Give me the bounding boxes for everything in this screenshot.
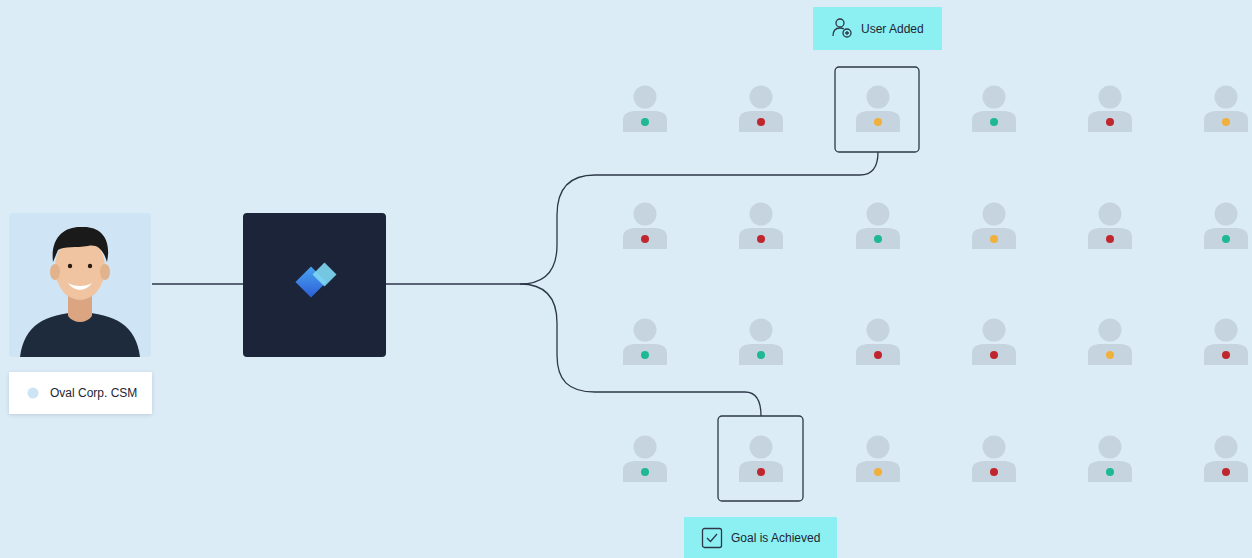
user-icon [1204,86,1248,133]
logo [295,262,336,297]
user-icon [739,319,783,366]
user-icon [623,319,667,366]
user-icon [623,86,667,133]
user-icon [739,86,783,133]
user-icon [1088,319,1132,366]
status-dot [26,386,40,400]
name-text: Oval Corp. CSM [50,386,137,400]
callout-box: User Added [813,7,942,50]
user-icon [623,436,667,483]
user-icon [739,436,783,483]
callout-box: Goal is Achieved [684,517,837,558]
user-grid [623,86,1248,483]
user-icon [856,203,900,250]
user-icon [1204,319,1248,366]
highlight-box [718,416,803,501]
platform-box [243,213,386,357]
user-icon [1088,436,1132,483]
highlight-box [835,67,919,152]
user-icon [1088,203,1132,250]
user-icon [972,86,1016,133]
user-icon [1088,86,1132,133]
user-icon [623,203,667,250]
user-add-icon [831,17,853,39]
callout-text: User Added [861,22,924,36]
user-icon [972,203,1016,250]
user-icon [739,203,783,250]
user-icon [972,319,1016,366]
user-icon [856,86,900,133]
user-icon [972,436,1016,483]
user-icon [856,436,900,483]
user-icon [1204,203,1248,250]
callout-text: Goal is Achieved [731,531,820,545]
person-photo [9,213,151,357]
user-icon [856,319,900,366]
user-icon [1204,436,1248,483]
flow-line [152,152,878,416]
checkbox-icon [701,527,723,549]
name-label: Oval Corp. CSM [9,372,152,414]
